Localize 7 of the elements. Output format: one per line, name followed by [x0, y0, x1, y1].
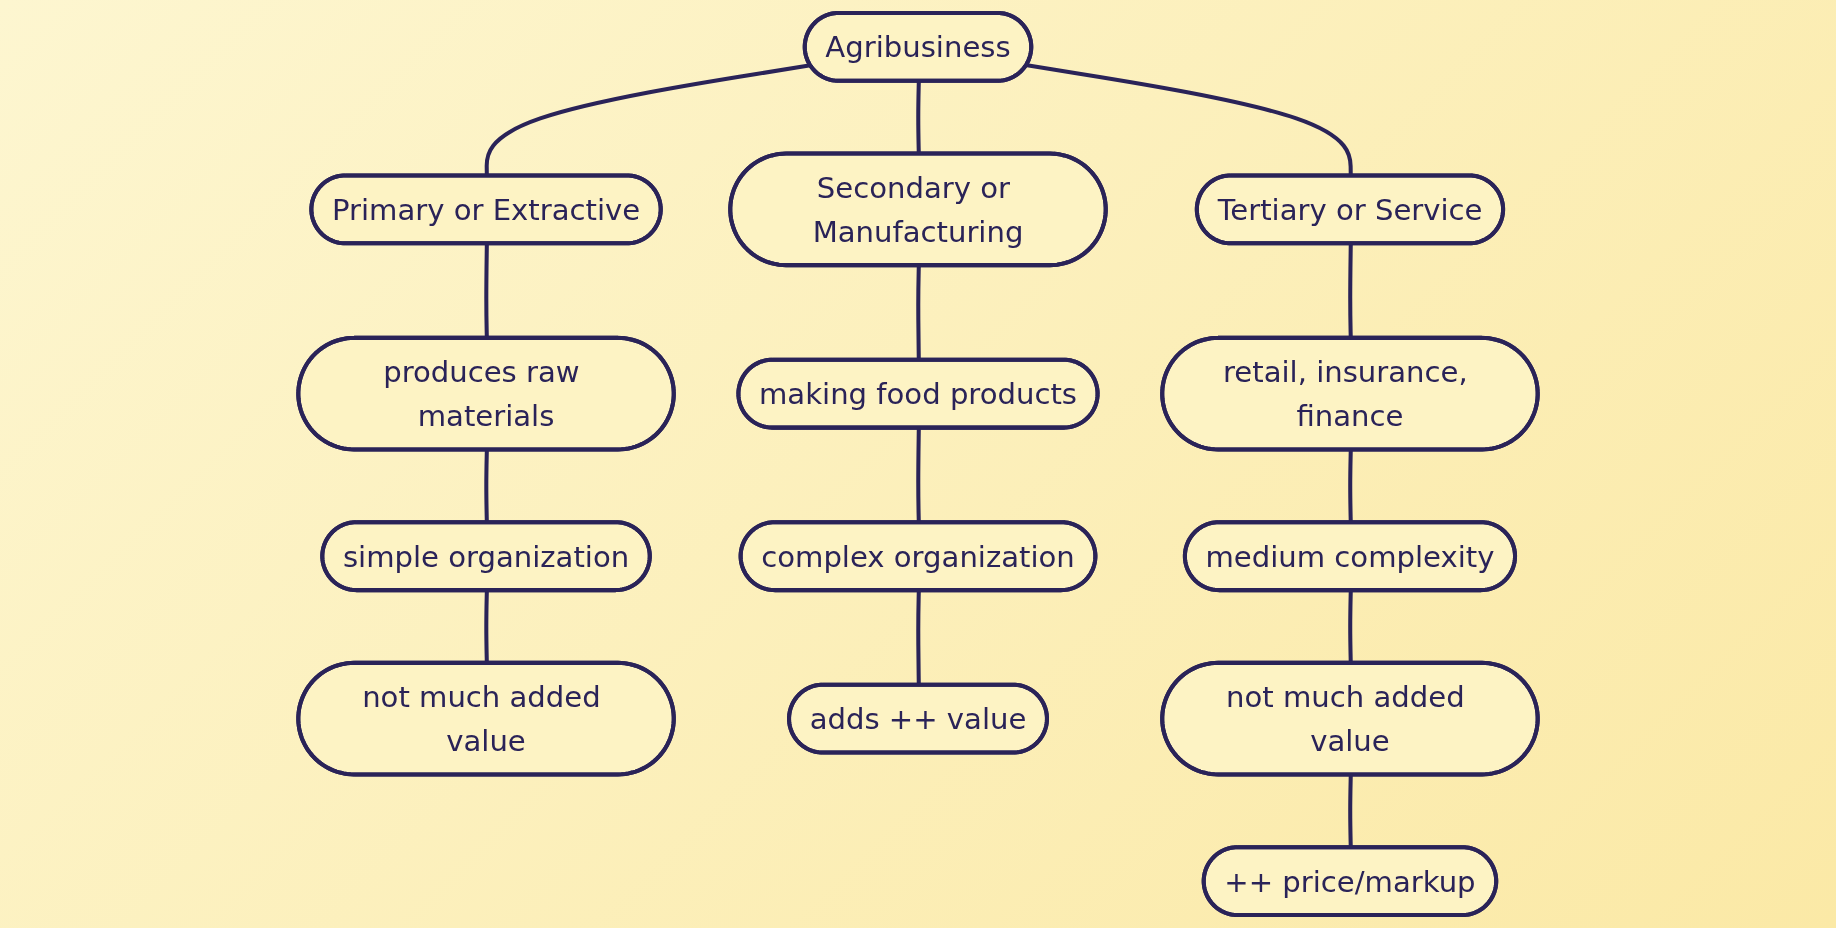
connector: [916, 590, 921, 686]
connector: [484, 590, 489, 664]
connector: [484, 244, 489, 339]
connector: [1348, 590, 1353, 664]
connector: [916, 265, 921, 361]
connector: [1348, 244, 1353, 339]
connector: [916, 81, 921, 155]
